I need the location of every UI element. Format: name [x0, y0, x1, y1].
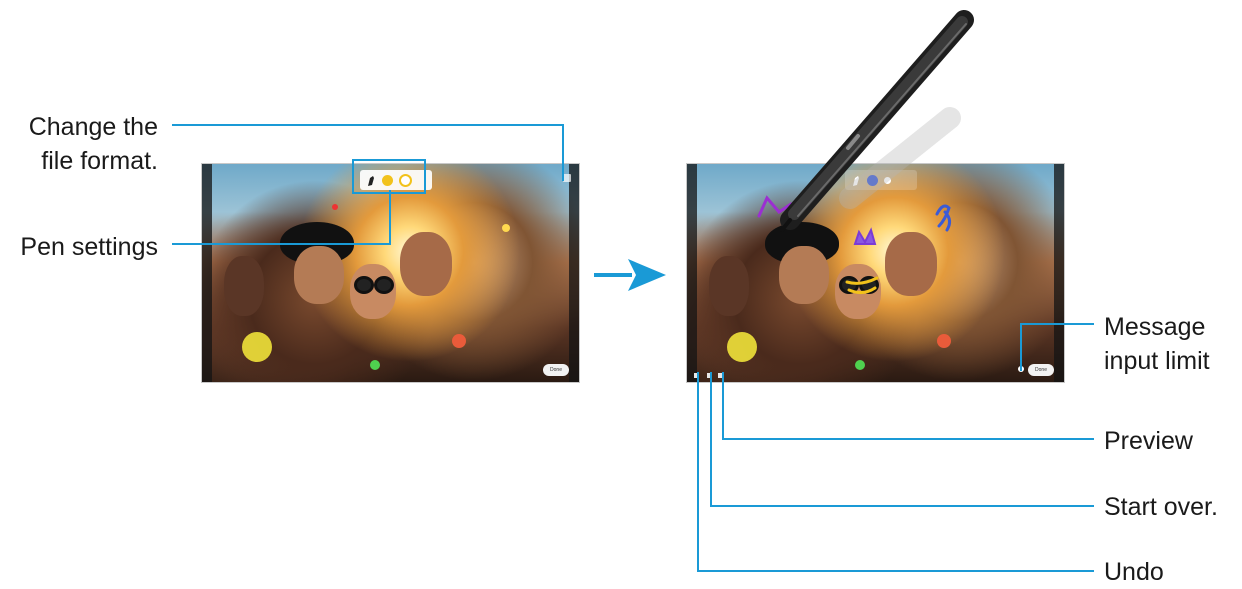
preview-line-h [722, 438, 1094, 440]
sunglasses [374, 276, 394, 294]
undo-line-v [697, 372, 699, 572]
start-over-line-h [710, 505, 1094, 507]
preview-label: Preview [1104, 424, 1193, 458]
confetti [242, 332, 272, 362]
pen-settings-highlight [352, 159, 426, 194]
face [400, 232, 452, 296]
undo-label: Undo [1104, 555, 1164, 589]
message-limit-line2: input limit [1104, 344, 1210, 378]
left-screen-left-bar [202, 164, 212, 382]
change-format-line-h [172, 124, 564, 126]
change-format-line2: file format. [0, 144, 158, 178]
confetti [502, 224, 510, 232]
done-button[interactable]: Done [1028, 364, 1054, 376]
pen-settings-line-h [172, 243, 391, 245]
message-limit-line1: Message [1104, 310, 1210, 344]
confetti [370, 360, 380, 370]
confetti [452, 334, 466, 348]
face [294, 246, 344, 304]
start-over-label: Start over. [1104, 490, 1218, 524]
start-over-line-v [710, 372, 712, 507]
left-screen-right-bar [569, 164, 579, 382]
arrow-right-icon [594, 256, 668, 294]
preview-line-v [722, 372, 724, 440]
message-limit-label: Message input limit [1104, 310, 1210, 378]
pen-settings-label: Pen settings [0, 230, 158, 264]
face [224, 256, 264, 316]
sunglasses [354, 276, 374, 294]
change-format-line1: Change the [0, 110, 158, 144]
pen-settings-line-v [389, 190, 391, 245]
message-limit-line-v [1020, 323, 1022, 371]
change-format-line-v [562, 124, 564, 181]
file-format-icon[interactable] [563, 174, 571, 182]
s-pen-icon [750, 8, 980, 238]
message-limit-line-h [1022, 323, 1094, 325]
change-format-label: Change the file format. [0, 110, 158, 178]
confetti [332, 204, 338, 210]
done-button[interactable]: Done [543, 364, 569, 376]
undo-line-h [697, 570, 1094, 572]
